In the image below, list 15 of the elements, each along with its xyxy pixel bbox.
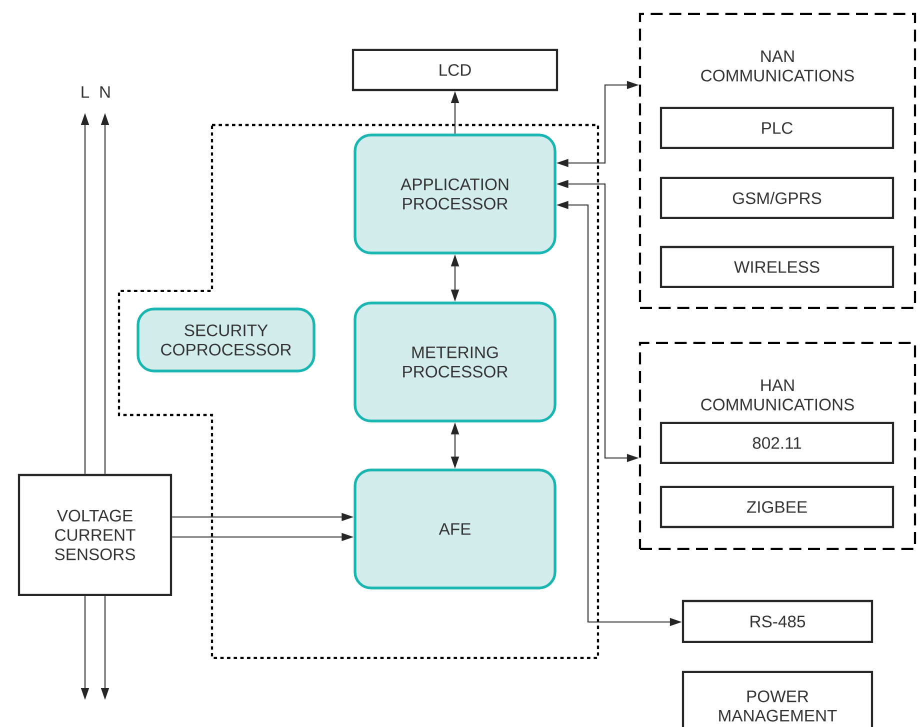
block-box: LCD	[352, 48, 558, 92]
processor-box: SECURITY COPROCESSOR	[136, 308, 316, 372]
processor-box: AFE	[354, 468, 556, 590]
block-box: GSM/GPRS	[660, 176, 894, 220]
block-box: ZIGBEE	[660, 486, 894, 528]
block-box: PLC	[660, 106, 894, 150]
line-label: L	[82, 86, 90, 98]
block-box: 802.11	[660, 422, 894, 464]
block-box: POWER MANAGEMENT	[682, 670, 874, 727]
line-label: N	[100, 86, 110, 98]
block-box: VOLTAGE CURRENT SENSORS	[18, 474, 172, 596]
block-box: WIRELESS	[660, 246, 894, 288]
block-box: RS-485	[682, 600, 874, 644]
processor-box: METERING PROCESSOR	[354, 302, 556, 422]
processor-box: APPLICATION PROCESSOR	[354, 134, 556, 254]
